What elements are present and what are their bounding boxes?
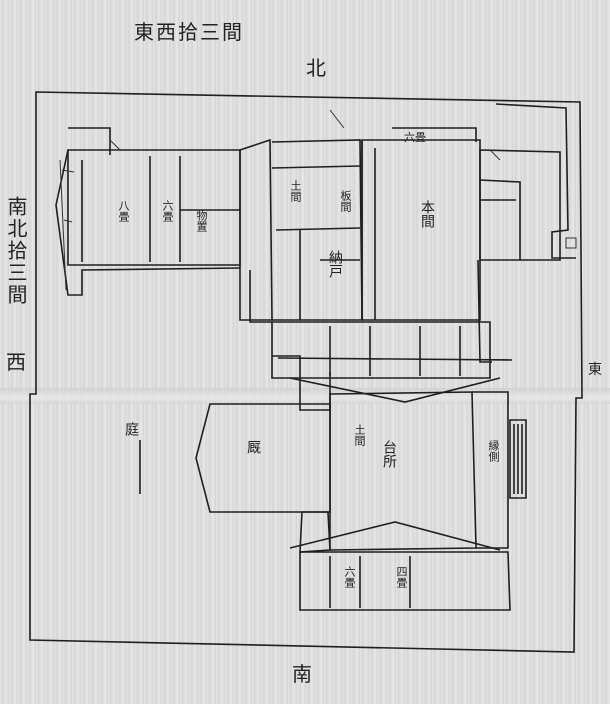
- room-garden: 庭: [123, 422, 139, 436]
- label-south-b: 四畳: [395, 566, 408, 588]
- label-left-room-c: 物置: [195, 210, 208, 232]
- label-hall-b: 板間: [339, 190, 352, 212]
- label-center-room: 土間: [353, 424, 366, 446]
- main-hall: [361, 139, 481, 321]
- direction-north: 北: [306, 56, 328, 80]
- northeast-rooms: [479, 149, 561, 261]
- label-hall-a: 土間: [289, 180, 302, 202]
- central-block: [239, 138, 273, 321]
- bottom-rooms: [299, 551, 511, 611]
- room-main-hall: 本間: [419, 200, 435, 228]
- label-left-room-a: 八畳: [117, 200, 130, 222]
- label-south-a: 六畳: [343, 566, 356, 588]
- direction-east: 東: [588, 362, 602, 378]
- dimension-north-south: 南北拾三間: [4, 196, 28, 306]
- direction-west: 西: [6, 350, 28, 374]
- direction-south: 南: [292, 662, 314, 686]
- site-boundary: [29, 91, 583, 653]
- dimension-east-west: 東西拾三間: [134, 20, 244, 44]
- room-hearth: 台所: [381, 440, 397, 468]
- room-stable: 厩: [245, 440, 261, 454]
- label-east-strip: 縁側: [487, 440, 500, 462]
- stair: [509, 419, 527, 499]
- south-block: [195, 403, 331, 513]
- middle-band: [271, 321, 491, 379]
- label-top-room: 六畳: [404, 131, 426, 144]
- label-left-room-b: 六畳: [161, 200, 174, 222]
- room-storeroom: 納戸: [327, 250, 343, 278]
- northwest-wing: [67, 149, 241, 266]
